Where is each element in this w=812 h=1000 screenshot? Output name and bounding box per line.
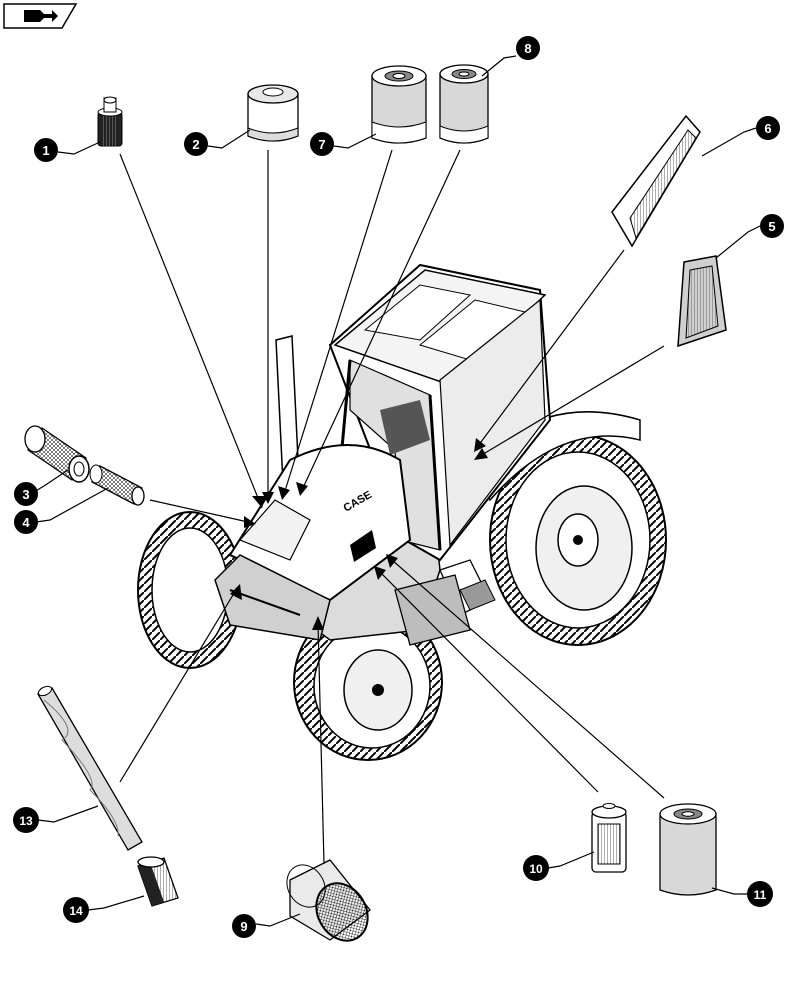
part-10-cartridge-filter xyxy=(591,803,627,873)
part-14-short-cylinder xyxy=(137,856,179,907)
callout-label: 14 xyxy=(69,904,83,918)
callout-7: 7 xyxy=(310,132,334,156)
part-13-long-tube xyxy=(37,685,143,851)
rear-wheel xyxy=(489,434,667,646)
callout-6: 6 xyxy=(756,116,780,140)
callout-1: 1 xyxy=(34,138,58,162)
callout-label: 8 xyxy=(524,41,531,56)
callout-label: 4 xyxy=(22,515,30,530)
callout-9: 9 xyxy=(232,914,256,938)
callout-label: 10 xyxy=(529,862,543,876)
callout-label: 5 xyxy=(768,219,775,234)
navigation-arrow-icon[interactable] xyxy=(3,3,78,29)
front-right-wheel xyxy=(293,603,443,761)
part-6-cab-air-filter xyxy=(611,114,701,248)
part-8-spin-on-filter xyxy=(439,64,489,144)
front-left-wheel xyxy=(137,511,243,669)
callout-10: 10 xyxy=(523,855,549,881)
callout-label: 3 xyxy=(22,487,29,502)
callout-2: 2 xyxy=(184,132,208,156)
callout-8: 8 xyxy=(516,36,540,60)
callout-14: 14 xyxy=(63,897,89,923)
callout-4: 4 xyxy=(14,510,38,534)
part-1-small-inline-filter xyxy=(97,96,123,147)
part-7-spin-on-filter xyxy=(371,65,427,144)
hood: CASE xyxy=(228,444,412,602)
tractor-illustration: CASE xyxy=(137,263,667,761)
part-5-recirculation-filter xyxy=(677,255,727,348)
callout-label: 6 xyxy=(764,121,771,136)
part-3-air-filter-outer xyxy=(24,425,90,483)
part-11-spin-on-filter xyxy=(659,803,717,896)
callout-label: 2 xyxy=(192,137,199,152)
part-9-round-air-filter xyxy=(286,859,371,942)
callout-label: 1 xyxy=(42,143,49,158)
callout-11: 11 xyxy=(747,881,773,907)
callout-5: 5 xyxy=(760,214,784,238)
callout-label: 7 xyxy=(318,137,325,152)
callout-13: 13 xyxy=(13,807,39,833)
callout-label: 13 xyxy=(19,814,33,828)
leader-lines xyxy=(33,55,761,927)
callout-3: 3 xyxy=(14,482,38,506)
part-4-air-filter-inner xyxy=(89,464,145,506)
callout-label: 11 xyxy=(754,888,767,902)
part-2-spin-on-filter xyxy=(247,84,299,142)
callout-label: 9 xyxy=(240,919,247,934)
